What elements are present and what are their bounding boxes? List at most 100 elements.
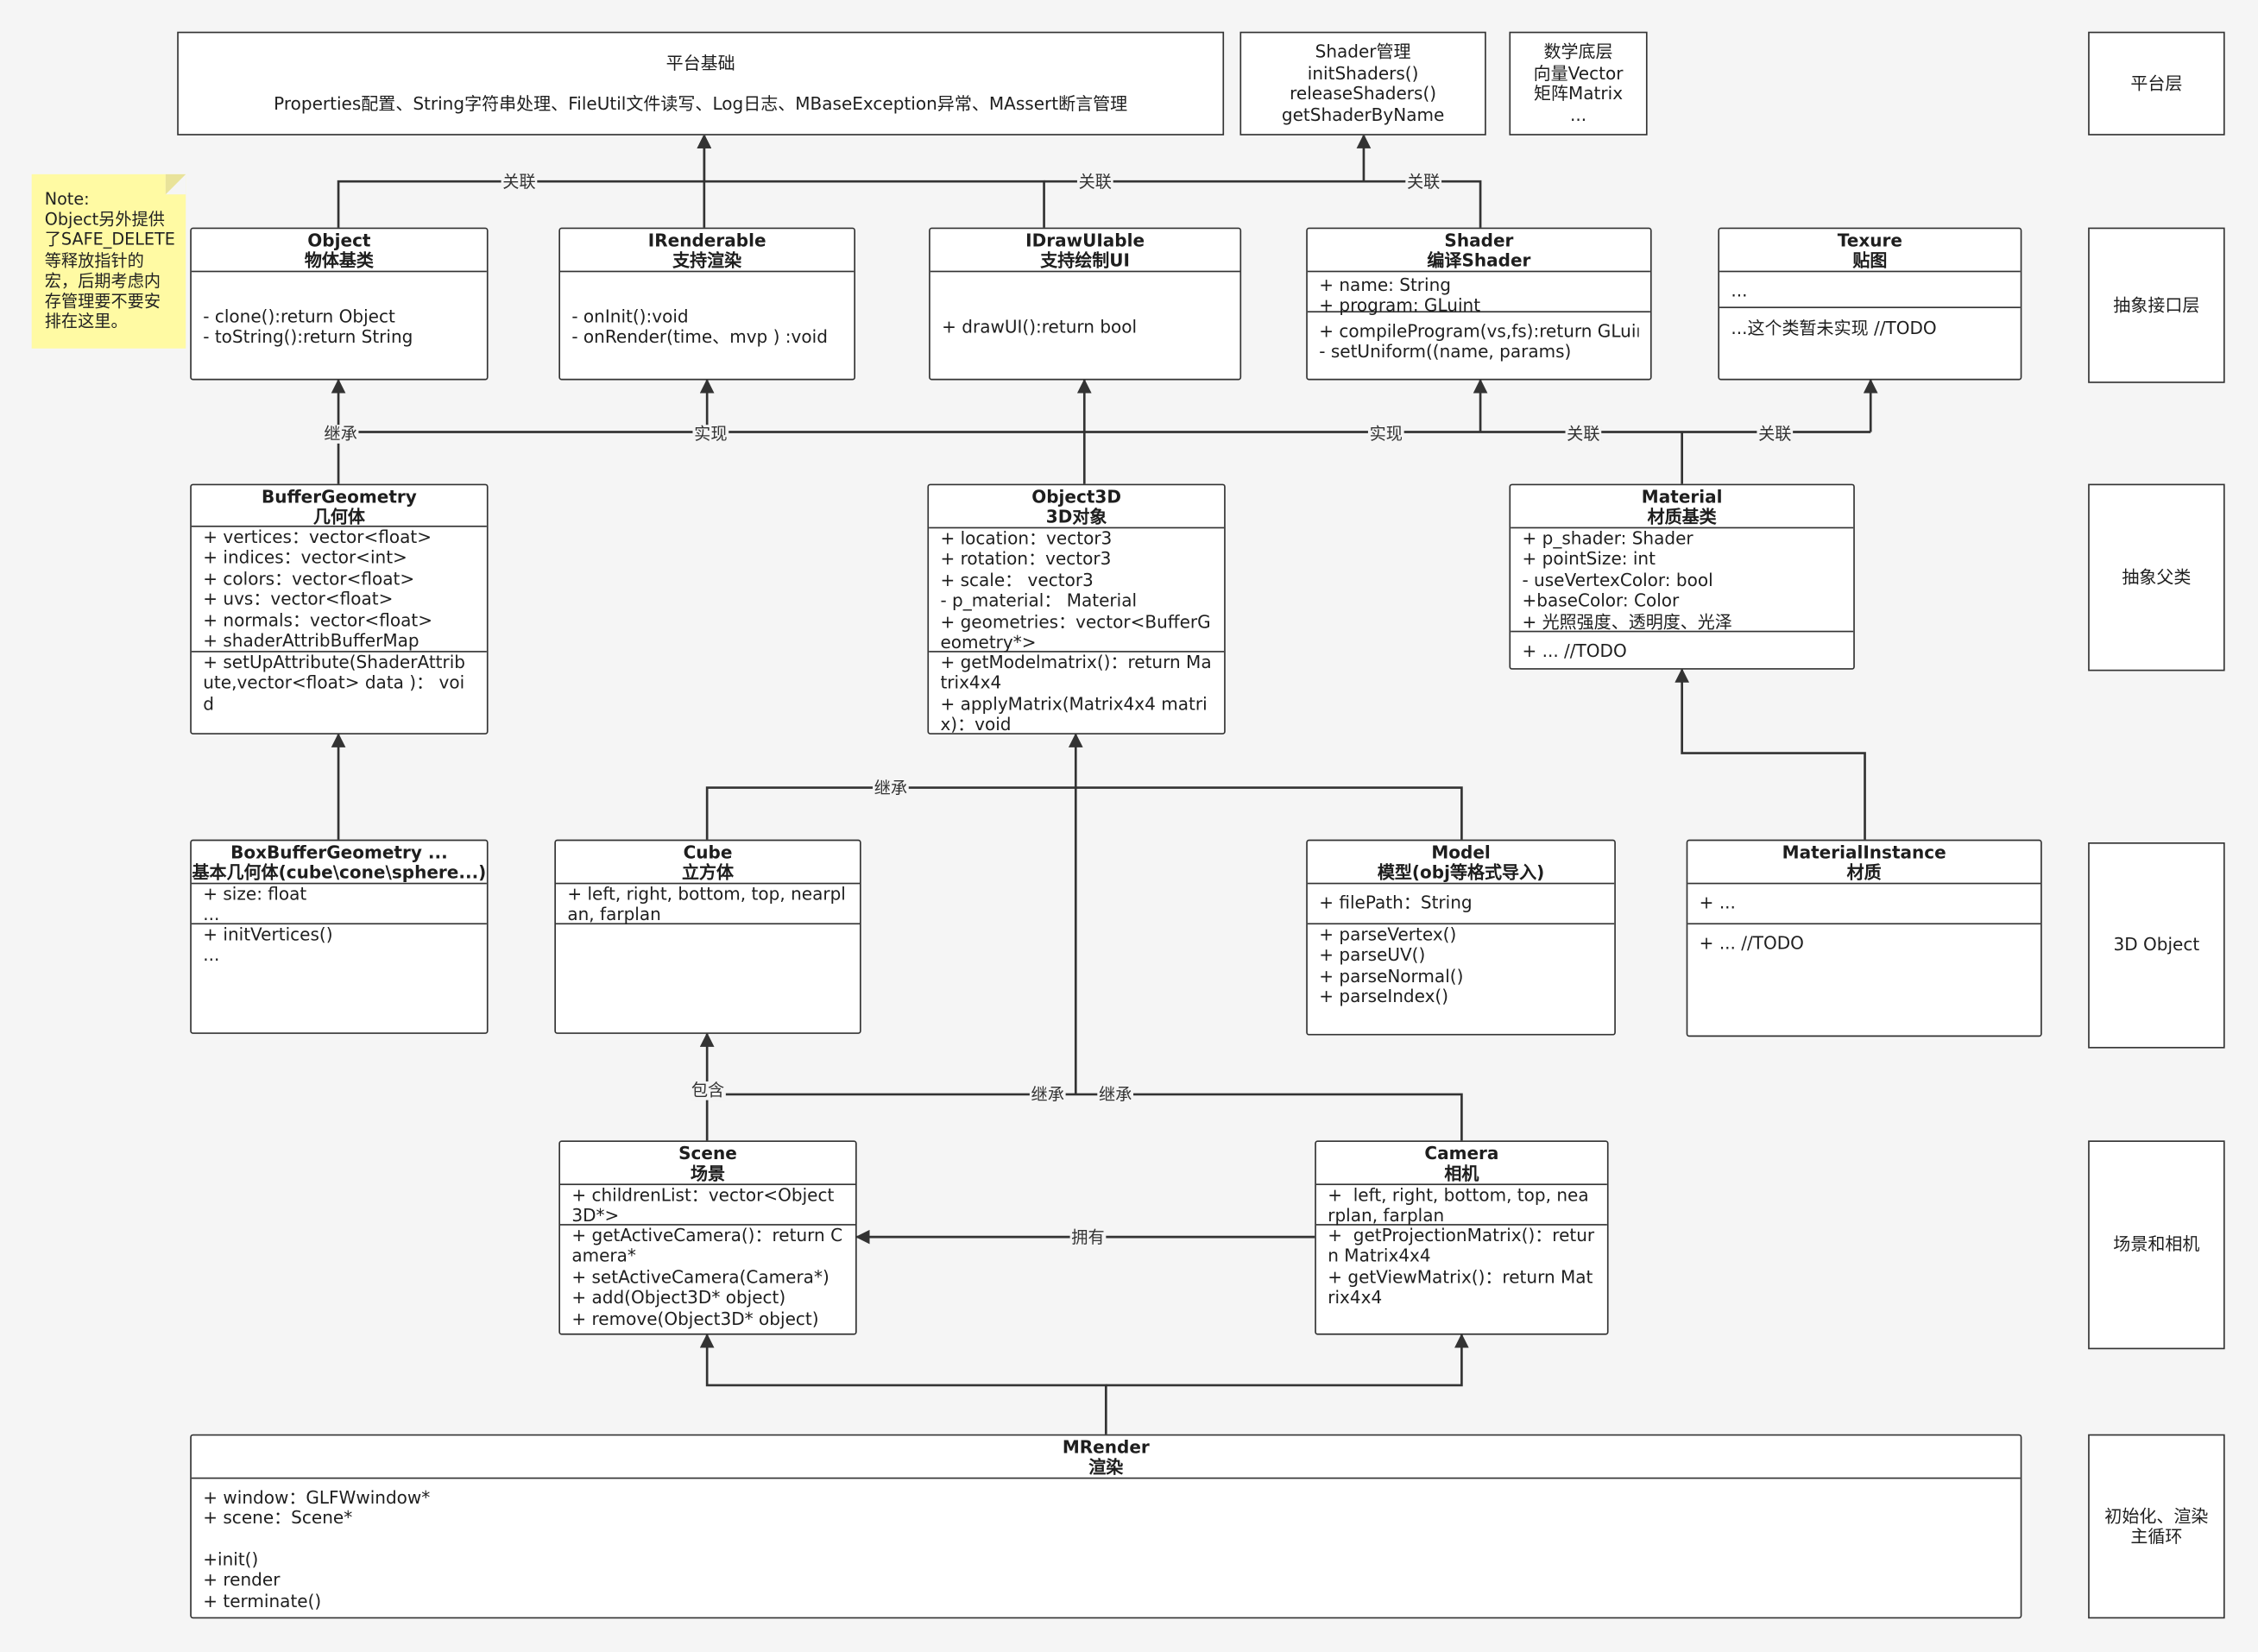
class-attribute: + indices：vector<int> xyxy=(203,547,407,569)
class-attribute: + left, right, bottom, top, nearplan, fa… xyxy=(567,884,846,925)
class-title: Shader xyxy=(1444,230,1514,251)
edge-label-inherit: 继承 xyxy=(873,777,909,798)
class-operation: - toString():return String xyxy=(203,327,413,348)
class-attribute: + rotation：vector3 xyxy=(940,549,1112,570)
edge-scene-camera-bus xyxy=(707,1093,1463,1141)
note-line: Note: xyxy=(44,188,90,209)
class-subtitle: 支持渲染 xyxy=(672,250,742,271)
edge-label-assoc: 关联 xyxy=(1076,171,1113,192)
class-title: MaterialInstance xyxy=(1782,842,1946,863)
class-attribute: - useVertexColor: bool xyxy=(1522,570,1713,590)
layer-label: 平台层 xyxy=(2130,73,2183,94)
class-subtitle: 支持绘制UI xyxy=(1040,250,1131,271)
math-line: ... xyxy=(1569,104,1587,125)
class-subtitle: 基本几何体(cube\cone\sphere...) xyxy=(192,862,487,883)
platform-basics-box[interactable]: 平台基础 Properties配置、String字符串处理、FileUtil文件… xyxy=(177,31,1225,136)
class-title: Scene xyxy=(678,1143,737,1164)
note-line: Object另外提供 xyxy=(44,209,165,230)
class-operation: + parseUV() xyxy=(1319,945,1426,966)
shader-manager-line: initShaders() xyxy=(1307,62,1419,83)
class-operation: + parseNormal() xyxy=(1319,966,1464,987)
class-subtitle: 编译Shader xyxy=(1427,250,1531,271)
class-subtitle: 相机 xyxy=(1444,1163,1479,1184)
class-subtitle: 几何体 xyxy=(312,507,365,527)
class-title: IDrawUIable xyxy=(1025,230,1145,251)
note-sticky: Note: Object另外提供 了SAFE_DELETE 等释放指针的 宏，后… xyxy=(31,173,186,349)
class-title: Material xyxy=(1641,486,1723,508)
class-title: Object xyxy=(307,230,371,251)
class-attribute: + vertices：vector<float> xyxy=(203,526,432,547)
class-operation: + parseIndex() xyxy=(1319,987,1449,1007)
edge-label-inherit: 继承 xyxy=(322,423,359,444)
layer-label: 主循环 xyxy=(2130,1526,2183,1547)
class-attribute: + size: float xyxy=(203,884,307,905)
math-box[interactable]: 数学底层 向量Vector 矩阵Matrix ... xyxy=(1509,31,1648,136)
class-operation: + getActiveCamera()：return Camera* xyxy=(571,1225,843,1267)
class-operation: + getProjectionMatrix()：return Matrix4x4 xyxy=(1328,1225,1595,1267)
class-attribute: ... xyxy=(1731,281,1748,301)
class-subtitle: 场景 xyxy=(690,1163,726,1184)
class-attribute: + program: GLuint xyxy=(1319,295,1481,317)
class-title: Texure xyxy=(1837,230,1902,251)
layer-parent: 抽象父类 xyxy=(2088,483,2225,672)
note-line: 等释放指针的 xyxy=(44,249,144,271)
math-line: 数学底层 xyxy=(1543,41,1613,62)
class-operation: + scene：Scene* xyxy=(203,1508,353,1529)
class-operation: +init() xyxy=(203,1548,259,1570)
class-attribute: + left, right, bottom, top, nearplan, fa… xyxy=(1328,1185,1589,1226)
class-attribute: +baseColor: Color xyxy=(1522,590,1680,611)
edge-label-implement: 实现 xyxy=(692,423,729,444)
class-attribute: + normals：vector<float> xyxy=(203,609,433,631)
class-subtitle: 材质基类 xyxy=(1647,507,1717,527)
edge-label-assoc: 关联 xyxy=(1757,423,1794,444)
class-attribute: + shaderAttribBufferMap xyxy=(203,630,419,652)
layer-interface: 抽象接口层 xyxy=(2088,227,2225,383)
class-title: Cube xyxy=(683,842,733,863)
class-title: Object3D xyxy=(1031,486,1121,508)
class-boxbuffergeometry[interactable]: BoxBufferGeometry ...基本几何体(cube\cone\sph… xyxy=(190,839,489,1034)
edge-label-assoc: 关联 xyxy=(1565,423,1602,444)
layer-scene-camera: 场景和相机 xyxy=(2088,1140,2225,1350)
layer-platform: 平台层 xyxy=(2088,31,2225,136)
class-attribute: + 光照强度、透明度、光泽 xyxy=(1522,611,1732,632)
class-attribute: ... xyxy=(203,905,220,925)
edge-label-assoc: 关联 xyxy=(1405,171,1442,192)
layer-label: 初始化、渲染 xyxy=(2104,1505,2209,1526)
note-line: 排在这里。 xyxy=(44,311,128,332)
class-subtitle: 3D对象 xyxy=(1045,507,1107,527)
class-title: Model xyxy=(1431,842,1491,863)
note-fold xyxy=(165,173,186,195)
math-line: 向量Vector xyxy=(1533,62,1624,83)
shader-manager-box[interactable]: Shader管理 initShaders() releaseShaders() … xyxy=(1239,31,1486,136)
class-title: MRender xyxy=(1062,1437,1150,1458)
edge-mrender-scene xyxy=(699,1333,1107,1434)
class-attribute: + colors：vector<float> xyxy=(203,568,415,590)
edge-label-implement: 实现 xyxy=(1367,423,1404,444)
class-subtitle: 材质 xyxy=(1846,862,1882,883)
class-attribute: + pointSize: int xyxy=(1522,549,1656,570)
edge-idrawui-platform xyxy=(703,180,1045,228)
class-operation: + add(Object3D* object) xyxy=(571,1287,786,1308)
layer-object3d: 3D Object xyxy=(2088,842,2225,1049)
class-operation: ... xyxy=(203,945,220,966)
class-attribute: - p_material： Material xyxy=(940,590,1138,611)
note-line: 了SAFE_DELETE xyxy=(44,229,175,250)
platform-body: Properties配置、String字符串处理、FileUtil文件读写、Lo… xyxy=(274,93,1128,114)
class-attribute: + childrenList：vector<Object3D*> xyxy=(571,1185,835,1226)
math-line: 矩阵Matrix xyxy=(1533,83,1624,104)
